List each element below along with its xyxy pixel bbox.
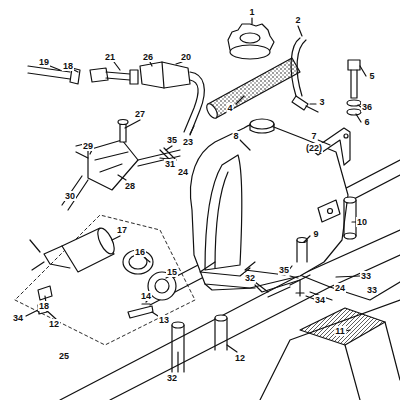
callout-number: 6 xyxy=(363,117,370,127)
callout-number: 36 xyxy=(361,102,373,112)
callout-number: 3 xyxy=(318,97,325,107)
callout-number: 29 xyxy=(82,141,94,151)
callout-number: 1 xyxy=(248,7,255,17)
callout-number: 24 xyxy=(177,167,189,177)
callout-number: 34 xyxy=(314,295,326,305)
callout-number: 26 xyxy=(142,52,154,62)
callout-number: 28 xyxy=(124,181,136,191)
callout-number: 30 xyxy=(64,191,76,201)
callout-number: 35 xyxy=(278,265,290,275)
callout-number: 21 xyxy=(104,52,116,62)
callout-number: 12 xyxy=(234,353,246,363)
callout-number: 18 xyxy=(62,61,74,71)
callout-number: 33 xyxy=(366,285,378,295)
callout-number: 15 xyxy=(166,267,178,277)
callout-number: 34 xyxy=(12,313,24,323)
callout-number: 7 xyxy=(310,131,317,141)
callout-number: 2 xyxy=(294,15,301,25)
callout-number: 31 xyxy=(164,159,176,169)
callout-number: 32 xyxy=(244,273,256,283)
callout-number: 10 xyxy=(356,217,368,227)
callout-number: 32 xyxy=(166,373,178,383)
callout-number: 19 xyxy=(38,57,50,67)
callout-number: 12 xyxy=(48,319,60,329)
callout-number: 33 xyxy=(360,271,372,281)
callout-number: 16 xyxy=(134,247,146,257)
callout-number: 4 xyxy=(226,103,233,113)
callout-number: 11 xyxy=(334,326,346,336)
callout-number: 17 xyxy=(116,225,128,235)
callout-number: 27 xyxy=(134,109,146,119)
callout-number: 24 xyxy=(334,283,346,293)
callout-number: 14 xyxy=(140,291,152,301)
callout-number: 5 xyxy=(368,71,375,81)
callout-number: (22) xyxy=(305,143,323,153)
callout-number: 8 xyxy=(232,131,239,141)
callout-number: 13 xyxy=(158,315,170,325)
callout-number: 25 xyxy=(58,351,70,361)
callout-number: 20 xyxy=(180,52,192,62)
callout-number: 9 xyxy=(312,229,319,239)
callout-number: 18 xyxy=(38,301,50,311)
callout-number: 35 xyxy=(166,135,178,145)
callout-number: 23 xyxy=(182,137,194,147)
